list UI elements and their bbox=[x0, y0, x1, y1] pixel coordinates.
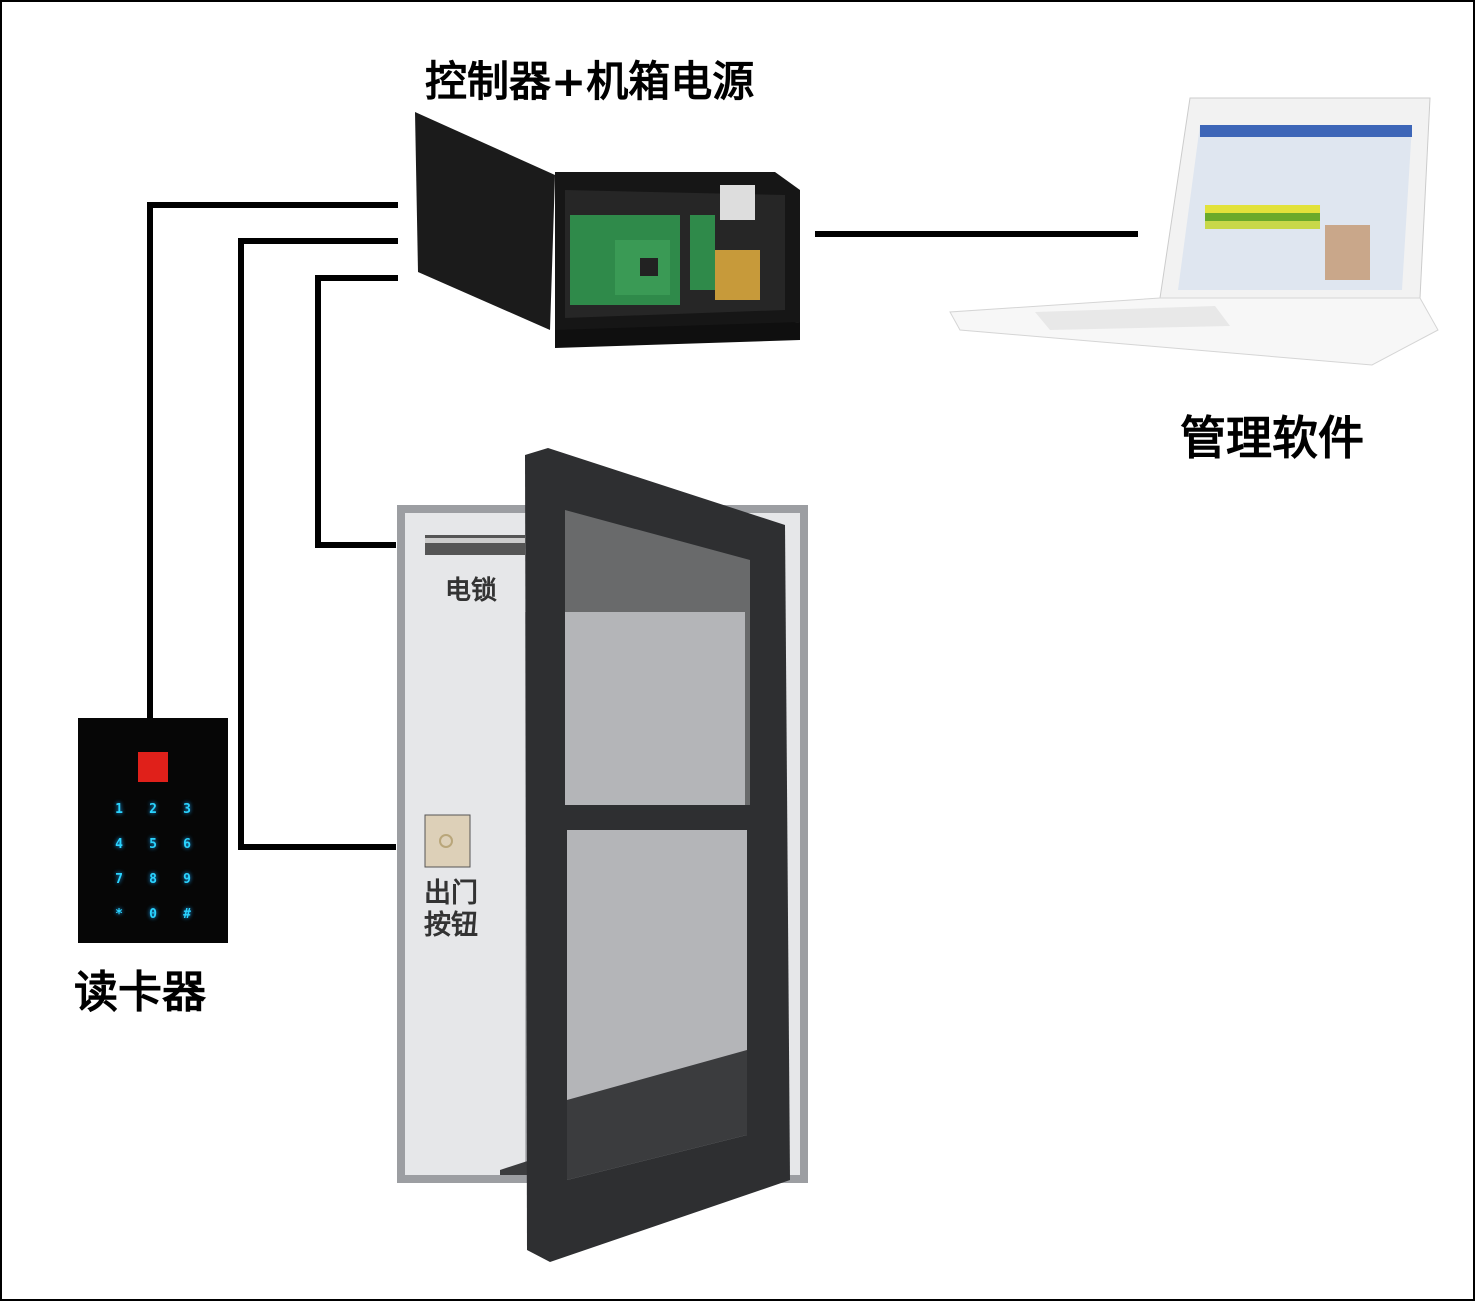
keypad-key-0: 1 bbox=[115, 802, 123, 817]
keypad-key-3: 4 bbox=[115, 837, 123, 852]
exit-button-label: 出门 按钮 bbox=[424, 878, 478, 942]
keypad-key-11: # bbox=[183, 907, 191, 922]
reader-label: 读卡器 bbox=[74, 967, 206, 1018]
keypad-key-10: 0 bbox=[149, 907, 157, 922]
controller-box-image bbox=[415, 112, 800, 348]
exit-button-label-line1: 出门 bbox=[424, 878, 478, 909]
keypad-key-1: 2 bbox=[149, 802, 157, 817]
keypad-key-4: 5 bbox=[149, 837, 157, 852]
lock-label: 电锁 bbox=[445, 576, 498, 606]
laptop-image bbox=[949, 97, 1439, 366]
keypad-key-7: 8 bbox=[149, 872, 157, 887]
keypad-key-9: * bbox=[115, 907, 123, 922]
wire-exit-button bbox=[238, 238, 398, 850]
door-image bbox=[397, 448, 808, 1262]
software-label: 管理软件 bbox=[1180, 411, 1364, 465]
wire-reader bbox=[147, 202, 398, 718]
keypad-key-2: 3 bbox=[183, 802, 191, 817]
exit-button-label-line2: 按钮 bbox=[424, 910, 478, 941]
keypad-key-5: 6 bbox=[183, 837, 191, 852]
keypad-key-8: 9 bbox=[183, 872, 191, 887]
wire-lock bbox=[315, 275, 398, 548]
reader-logo-stamp bbox=[138, 752, 168, 782]
card-reader-image bbox=[78, 718, 228, 943]
wires bbox=[147, 202, 1138, 850]
keypad-key-6: 7 bbox=[115, 872, 123, 887]
controller-label: 控制器+机箱电源 bbox=[425, 57, 755, 106]
